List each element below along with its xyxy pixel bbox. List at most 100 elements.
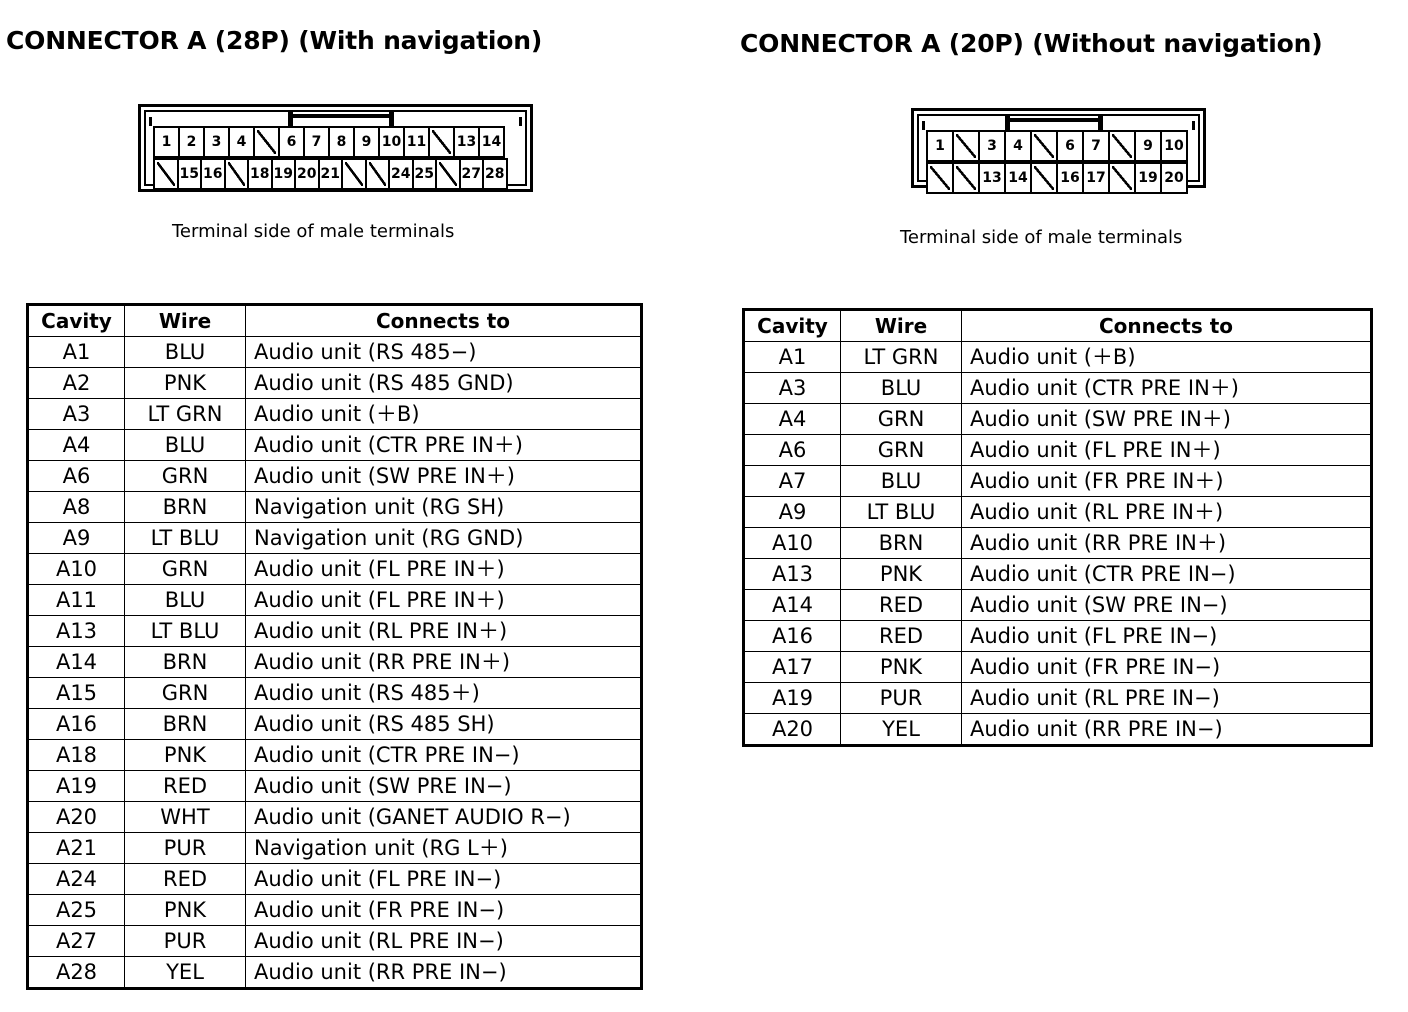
cell-wire: LT BLU	[124, 615, 246, 647]
cell-connects-to: Audio unit (GANET AUDIO R−)	[245, 801, 642, 833]
pin-number: 11	[406, 134, 427, 150]
cell-connects-to: Audio unit (FR PRE IN＋)	[961, 465, 1372, 497]
cell-cavity: A13	[743, 558, 841, 590]
cell-wire: PNK	[124, 739, 246, 771]
cell-wire: PNK	[840, 558, 962, 590]
pin-cell-blank	[364, 158, 390, 190]
cell-wire: BLU	[840, 372, 962, 404]
cell-connects-to: Navigation unit (RG SH)	[245, 491, 642, 523]
cell-cavity: A18	[27, 739, 125, 771]
pin-cell-21: 21	[317, 158, 343, 190]
connector-notch-right	[519, 117, 522, 126]
cell-connects-to: Audio unit (RL PRE IN−)	[245, 925, 642, 957]
cell-wire: RED	[840, 589, 962, 621]
cell-cavity: A13	[27, 615, 125, 647]
pin-cell-blank	[1030, 130, 1058, 162]
column-header-cavity: Cavity	[743, 309, 841, 342]
pin-cell-19: 19	[270, 158, 296, 190]
pin-cell-1: 1	[153, 126, 180, 158]
cell-cavity: A19	[743, 682, 841, 714]
cell-connects-to: Navigation unit (RG L＋)	[245, 832, 642, 864]
cell-connects-to: Audio unit (RS 485 GND)	[245, 367, 642, 399]
pin-cell-1: 1	[926, 130, 954, 162]
cell-cavity: A25	[27, 894, 125, 926]
pin-cell-7: 7	[1082, 130, 1110, 162]
cell-cavity: A8	[27, 491, 125, 523]
table-header-row: Cavity Wire Connects to	[27, 304, 642, 337]
pin-cell-24: 24	[388, 158, 414, 190]
pin-number: 19	[1138, 170, 1158, 186]
pin-cell-blank	[341, 158, 367, 190]
cell-wire: GRN	[124, 460, 246, 492]
pin-number: 6	[1065, 138, 1075, 154]
cell-cavity: A10	[27, 553, 125, 585]
pin-cell-blank	[253, 126, 280, 158]
pin-number: 17	[1086, 170, 1106, 186]
pin-cell-19: 19	[1134, 162, 1162, 194]
cell-connects-to: Audio unit (CTR PRE IN＋)	[961, 372, 1372, 404]
cell-cavity: A10	[743, 527, 841, 559]
column-header-cavity: Cavity	[27, 304, 125, 337]
pin-number: 18	[250, 166, 270, 182]
cell-connects-to: Audio unit (RS 485−)	[245, 336, 642, 368]
cell-connects-to: Audio unit (SW PRE IN−)	[245, 770, 642, 802]
cell-wire: PNK	[124, 367, 246, 399]
pin-cell-3: 3	[978, 130, 1006, 162]
cell-connects-to: Audio unit (RL PRE IN＋)	[961, 496, 1372, 528]
pin-cell-17: 17	[1082, 162, 1110, 194]
pin-number: 4	[236, 134, 247, 150]
pin-cell-4: 4	[1004, 130, 1032, 162]
cell-connects-to: Audio unit (SW PRE IN＋)	[245, 460, 642, 492]
cell-cavity: A14	[743, 589, 841, 621]
connector-notch-right	[1192, 121, 1195, 130]
cell-wire: BRN	[124, 491, 246, 523]
cell-connects-to: Audio unit (FL PRE IN＋)	[245, 553, 642, 585]
cell-cavity: A17	[743, 651, 841, 683]
cell-wire: BRN	[840, 527, 962, 559]
pin-number: 19	[273, 166, 293, 182]
pin-cell-blank	[952, 162, 980, 194]
pin-cell-7: 7	[303, 126, 330, 158]
pin-number: 16	[203, 166, 223, 182]
cell-cavity: A3	[27, 398, 125, 430]
pin-number: 21	[320, 166, 340, 182]
pin-number: 4	[1013, 138, 1023, 154]
cell-connects-to: Audio unit (CTR PRE IN＋)	[245, 429, 642, 461]
cell-connects-to: Audio unit (CTR PRE IN−)	[245, 739, 642, 771]
pin-cell-27: 27	[458, 158, 484, 190]
cell-cavity: A15	[27, 677, 125, 709]
pin-cell-blank	[1108, 162, 1136, 194]
cell-cavity: A9	[27, 522, 125, 554]
cell-connects-to: Audio unit (RL PRE IN−)	[961, 682, 1372, 714]
pin-cell-14: 14	[478, 126, 505, 158]
pin-cell-blank	[1108, 130, 1136, 162]
cell-wire: LT GRN	[840, 341, 962, 373]
pin-cell-13: 13	[453, 126, 480, 158]
cell-connects-to: Audio unit (RR PRE IN＋)	[245, 646, 642, 678]
connector-title-28p: CONNECTOR A (28P) (With navigation)	[6, 26, 543, 55]
cell-wire: LT BLU	[124, 522, 246, 554]
cell-cavity: A20	[743, 713, 841, 746]
pin-cell-10: 10	[1160, 130, 1188, 162]
cell-connects-to: Audio unit (RR PRE IN＋)	[961, 527, 1372, 559]
pin-cell-blank	[926, 162, 954, 194]
pin-number: 6	[286, 134, 297, 150]
cell-cavity: A14	[27, 646, 125, 678]
pin-number: 13	[456, 134, 477, 150]
cell-cavity: A28	[27, 956, 125, 989]
